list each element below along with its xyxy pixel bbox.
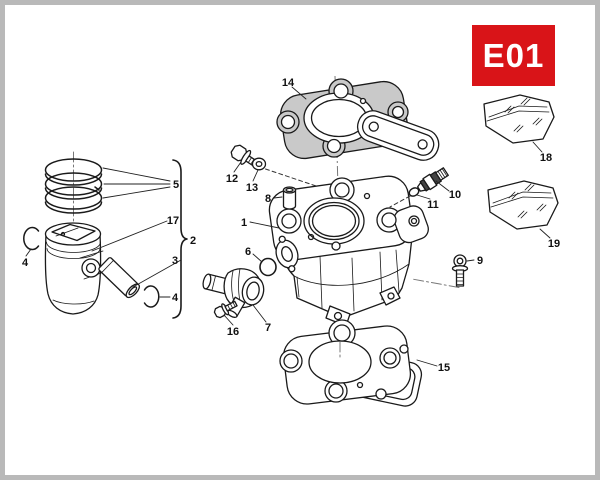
assembly-line-bolt: [265, 168, 329, 191]
circlip-lower: [143, 285, 160, 308]
head-gasket: [276, 78, 440, 161]
base-gasket: [279, 319, 423, 407]
callout-15: 15: [438, 362, 450, 374]
callout-5: 5: [173, 179, 179, 191]
callout-14: 14: [282, 77, 295, 89]
head-gasket-side-seal: [356, 110, 440, 161]
water-pipe: [202, 268, 265, 319]
piston: [44, 222, 105, 315]
flange-bolt: [451, 254, 469, 287]
callout-16: 16: [227, 326, 239, 338]
bolt-washer: [251, 157, 267, 171]
section-code-badge: E01: [472, 25, 555, 86]
centerline-bolt9: [411, 278, 460, 288]
callout-13: 13: [246, 182, 258, 194]
callout-3: 3: [172, 255, 178, 267]
callout-18: 18: [540, 152, 552, 164]
piston-rings: [44, 158, 103, 214]
callouts: 1 2 3 4 4 5 6 7 8 9 10 11 12 13 14 15 16…: [22, 77, 560, 374]
callout-9: 9: [477, 255, 483, 267]
o-ring-small: [259, 257, 277, 277]
pipe-bolt: [213, 300, 238, 319]
callout-1: 1: [241, 217, 247, 229]
callout-4b: 4: [172, 292, 179, 304]
assembly-bracket: [172, 159, 188, 319]
callout-8: 8: [265, 193, 271, 205]
temp-sensor: [416, 167, 449, 192]
callout-19: 19: [548, 238, 560, 250]
dowel-pin: [282, 186, 297, 210]
leader-lines: [25, 86, 551, 367]
gasket-sheet-18: [483, 94, 555, 144]
callout-12: 12: [226, 173, 238, 185]
piston-pin: [98, 257, 140, 299]
water-neck: [275, 235, 299, 273]
callout-6: 6: [245, 246, 251, 258]
callout-17: 17: [167, 215, 179, 227]
callout-10: 10: [449, 189, 461, 201]
circlip-upper: [23, 226, 40, 251]
callout-2: 2: [190, 235, 196, 247]
callout-11: 11: [427, 199, 439, 211]
gasket-sheet-19: [487, 180, 559, 230]
assembly-line-sensor: [389, 195, 411, 208]
cylinder: [268, 175, 429, 327]
piston-assembly: [23, 151, 188, 319]
callout-7: 7: [265, 322, 271, 334]
callout-4a: 4: [22, 257, 29, 269]
sensor-o-ring: [408, 187, 420, 197]
